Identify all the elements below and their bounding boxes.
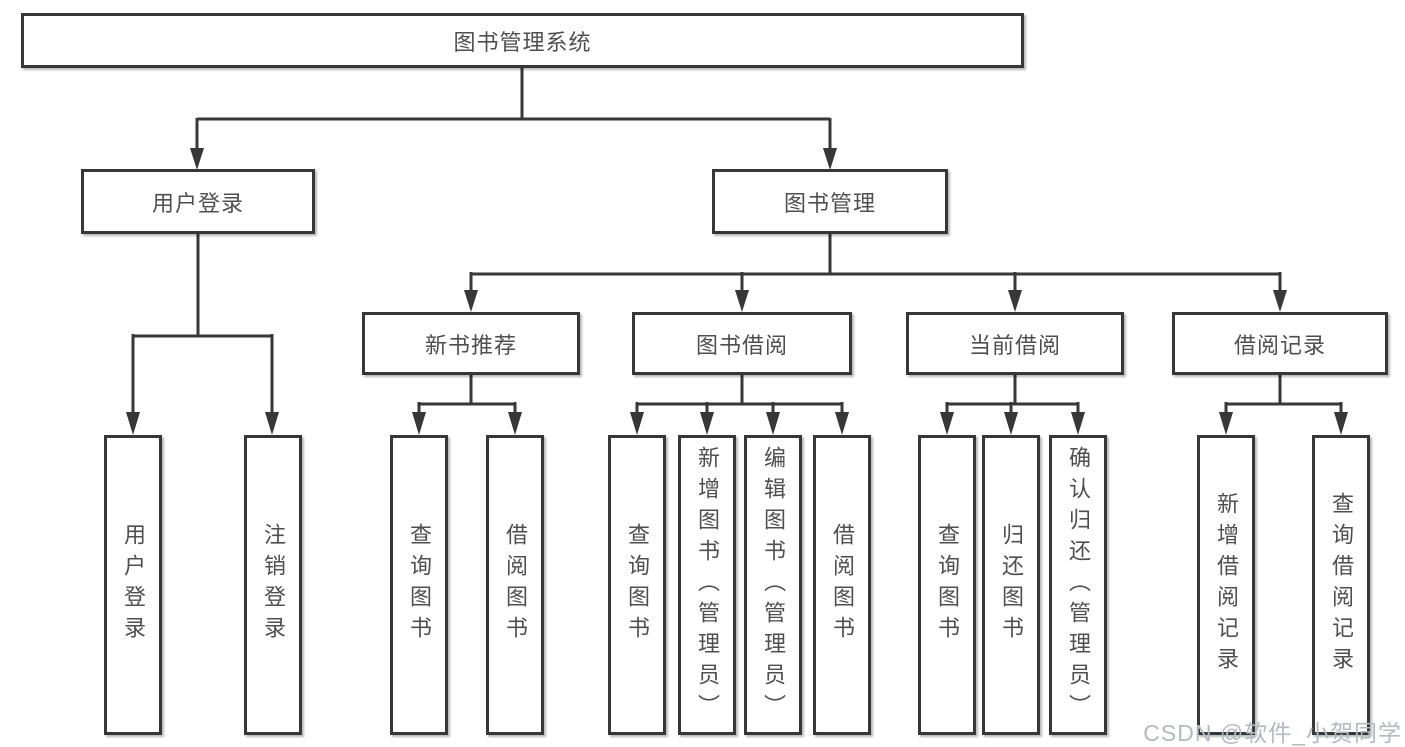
arrow-down-icon: [1004, 412, 1018, 435]
arrow-down-icon: [1071, 412, 1085, 435]
edges-user-login-children: [126, 234, 279, 435]
leaf-query-borrow-record: 查询借阅记录: [1312, 435, 1370, 735]
arrow-down-icon: [265, 412, 279, 435]
leaf-label: 借阅图书: [503, 523, 528, 647]
leaf-label: 查询图书: [407, 523, 432, 647]
node-user-login: 用户登录: [81, 169, 315, 234]
leaf-label: 新增借阅记录: [1214, 492, 1239, 678]
leaf-borrow-books-borrowing: 借阅图书: [813, 435, 871, 735]
leaf-user-login: 用户登录: [104, 435, 162, 735]
leaf-label: 借阅图书: [830, 523, 855, 647]
edges-borrowing-records-children: [1219, 375, 1348, 435]
node-book-borrowing: 图书借阅: [632, 312, 852, 375]
node-label: 图书借阅: [695, 332, 788, 358]
arrow-down-icon: [1273, 290, 1287, 312]
leaf-query-books-recommend: 查询图书: [390, 435, 448, 735]
arrow-down-icon: [735, 290, 749, 312]
node-label: 新书推荐: [424, 332, 517, 358]
leaf-label: 注销登录: [261, 523, 286, 647]
node-label: 图书管理: [783, 190, 876, 216]
arrow-down-icon: [1008, 290, 1022, 312]
leaf-edit-book-admin: 编辑图书（管理员）: [744, 435, 802, 735]
node-label: 借阅记录: [1233, 332, 1326, 358]
arrow-down-icon: [1219, 412, 1233, 435]
leaf-confirm-return-admin: 确认归还（管理员）: [1049, 435, 1107, 735]
leaf-label: 查询图书: [625, 523, 650, 647]
node-label: 用户登录: [151, 190, 244, 216]
leaf-label: 用户登录: [121, 523, 146, 647]
leaf-label: 新增图书（管理员）: [695, 445, 720, 725]
arrow-down-icon: [190, 148, 204, 170]
arrow-down-icon: [412, 412, 426, 435]
arrow-down-icon: [823, 148, 837, 170]
arrow-down-icon: [766, 412, 780, 435]
leaf-label: 确认归还（管理员）: [1066, 445, 1091, 725]
node-label: 当前借阅: [968, 332, 1061, 358]
edges-book-borrowing-children: [630, 375, 849, 435]
edges-book-management-children: [464, 234, 1287, 312]
arrow-down-icon: [508, 412, 522, 435]
leaf-query-books-borrowing: 查询图书: [608, 435, 666, 735]
node-library-system: 图书管理系统: [21, 13, 1024, 68]
arrow-down-icon: [700, 412, 714, 435]
arrow-down-icon: [1334, 412, 1348, 435]
watermark: CSDN @软件_小贺同学: [1143, 720, 1402, 746]
node-label: 图书管理系统: [453, 29, 592, 55]
node-current-borrowing: 当前借阅: [906, 312, 1124, 375]
leaf-add-borrow-record: 新增借阅记录: [1197, 435, 1255, 735]
leaf-logout: 注销登录: [244, 435, 302, 735]
node-borrowing-records: 借阅记录: [1172, 312, 1388, 375]
arrow-down-icon: [835, 412, 849, 435]
leaf-label: 查询图书: [935, 523, 960, 647]
edges-root-to-level2: [190, 68, 837, 170]
arrow-down-icon: [940, 412, 954, 435]
leaf-add-book-admin: 新增图书（管理员）: [678, 435, 736, 735]
leaf-label: 编辑图书（管理员）: [761, 445, 786, 725]
arrow-down-icon: [630, 412, 644, 435]
edges-current-borrowing-children: [940, 375, 1085, 435]
node-new-book-recommendation: 新书推荐: [362, 312, 580, 375]
leaf-label: 归还图书: [999, 523, 1024, 647]
leaf-label: 查询借阅记录: [1329, 492, 1354, 678]
node-book-management: 图书管理: [712, 169, 948, 234]
leaf-query-books-current: 查询图书: [918, 435, 976, 735]
leaf-borrow-books-recommend: 借阅图书: [486, 435, 544, 735]
leaf-return-books: 归还图书: [982, 435, 1040, 735]
arrow-down-icon: [126, 412, 140, 435]
edges-new-book-recommendation-children: [412, 375, 522, 435]
arrow-down-icon: [464, 290, 478, 312]
